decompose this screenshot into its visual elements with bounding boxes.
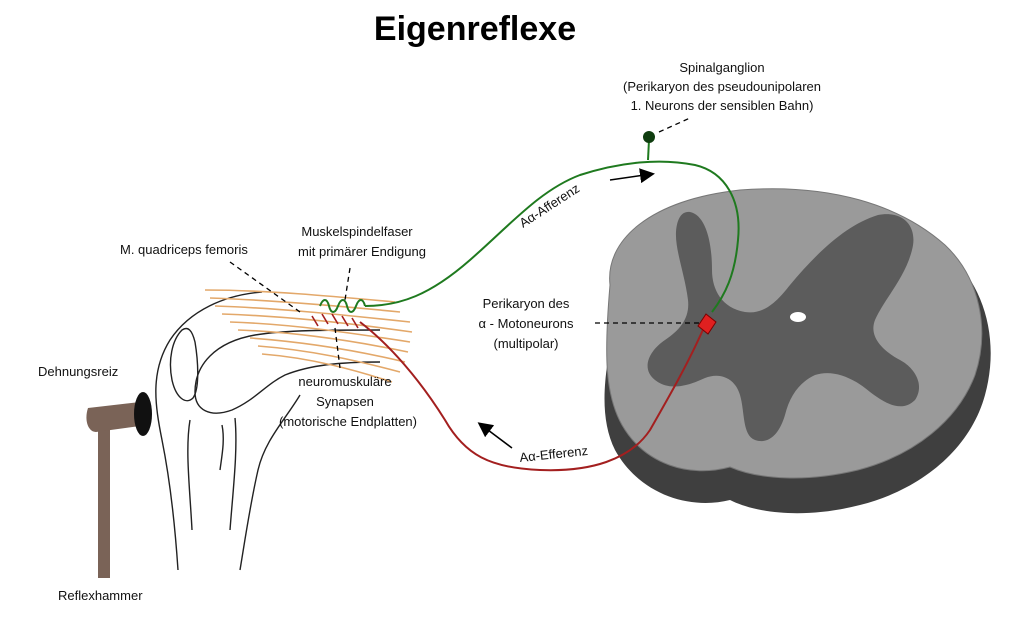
efferent-direction-arrow [477, 422, 513, 449]
afferent-pathway [319, 131, 740, 313]
spinal-ganglion-label-line2: (Perikaryon des pseudounipolaren [623, 79, 821, 94]
motoneuron-label-line3: (multipolar) [493, 336, 558, 351]
afferent-direction-arrow [609, 168, 655, 184]
muscle-spindle-coil [319, 299, 366, 313]
leg-outline [155, 291, 263, 571]
grey-matter [647, 211, 920, 442]
afferent-fiber [364, 160, 740, 313]
spinal-ganglion-label-line1: Spinalganglion [679, 60, 764, 75]
hammer-handle [98, 430, 110, 578]
motoneuron-label-line1: Perikaryon des [483, 296, 570, 311]
synapse-label-line1: neuromuskuläre [298, 374, 391, 389]
patella [169, 327, 199, 402]
synapse-label-line2: Synapsen [316, 394, 374, 409]
quadriceps-muscle [204, 289, 413, 383]
tibia [187, 417, 237, 531]
efferent-fiber [359, 321, 706, 472]
synapse-label-line3: (motorische Endplatten) [279, 414, 417, 429]
leg-outline-back [239, 394, 301, 571]
spinal-ganglion-label-line3: 1. Neurons der sensiblen Bahn) [631, 98, 814, 113]
spinal-ganglion [643, 131, 655, 143]
alpha-motoneuron [697, 313, 717, 335]
efferent-pathway [311, 313, 717, 472]
leader-lines [229, 117, 703, 369]
fibula [219, 424, 224, 471]
stretch-stimulus-label: Dehnungsreiz [38, 364, 118, 379]
muscle-spindle-label-line2: mit primärer Endigung [298, 244, 426, 259]
reflex-hammer-label: Reflexhammer [58, 588, 143, 603]
ganglion-stalk [647, 139, 650, 161]
muscle-spindle-label-line1: Muskelspindelfaser [301, 224, 413, 239]
page-title: Eigenreflexe [374, 10, 576, 48]
hammer-head [86, 402, 140, 432]
quadriceps-label: M. quadriceps femoris [120, 242, 248, 257]
efferent-label: Aα-Efferenz [519, 443, 589, 465]
spinal-cord-section [604, 188, 991, 514]
motoneuron-label-line2: α - Motoneurons [479, 316, 574, 331]
reflex-hammer [86, 392, 152, 578]
central-canal [790, 312, 806, 322]
motor-endplates [311, 313, 359, 329]
hammer-rubber-tip [134, 392, 152, 436]
knee-joint [155, 291, 381, 571]
afferent-label: Aα-Afferenz [516, 181, 582, 231]
